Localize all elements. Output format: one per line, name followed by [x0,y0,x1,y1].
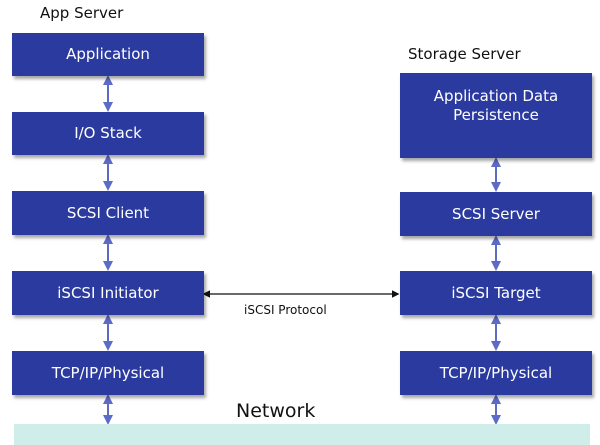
storage-layer-app-data-persistence: Application Data Persistence [400,73,592,158]
app-server-title: App Server [40,4,124,22]
storage-layer-iscsi-target: iSCSI Target [400,271,592,315]
storage-server-title: Storage Server [408,45,521,63]
network-label: Network [236,400,316,422]
app-layer-io-stack: I/O Stack [12,112,204,155]
app-layer-scsi-client: SCSI Client [12,191,204,235]
app-layer-application: Application [12,33,204,76]
app-layer-iscsi-initiator: iSCSI Initiator [12,271,204,315]
network-bar [14,424,590,445]
storage-layer-tcpip-physical: TCP/IP/Physical [400,351,592,395]
iscsi-protocol-label: iSCSI Protocol [244,303,327,317]
storage-layer-scsi-server: SCSI Server [400,192,592,236]
app-layer-tcpip-physical: TCP/IP/Physical [12,351,204,395]
